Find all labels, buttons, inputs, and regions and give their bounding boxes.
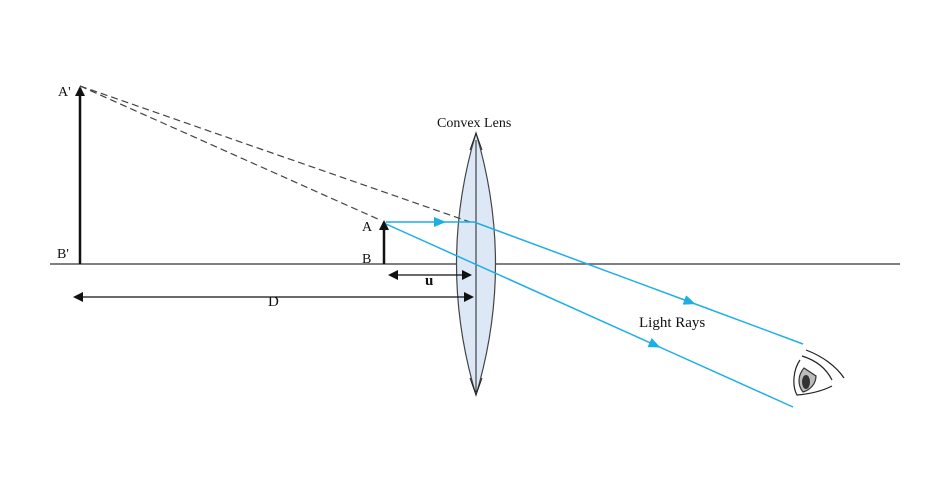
label-object-base: B (362, 252, 371, 267)
label-distance-u: u (425, 273, 433, 289)
light-ray-center (385, 223, 661, 348)
dashed-backtrace-lower (79, 85, 381, 221)
lens-bottom-arrow-icon (469, 377, 483, 396)
light-ray-refracted (473, 221, 696, 305)
label-lens: Convex Lens (437, 116, 511, 131)
light-ray-center-segment (654, 344, 794, 408)
dashed-backtrace-upper (79, 85, 471, 223)
lens-top-arrow-icon (469, 132, 483, 151)
label-distance-D: D (268, 294, 279, 310)
label-object-top: A (362, 220, 373, 235)
label-image-top: A' (58, 85, 71, 100)
eye-icon (793, 349, 845, 396)
light-ray-refracted-segment (689, 301, 804, 345)
label-light-rays: Light Rays (639, 315, 705, 331)
label-image-base: B' (57, 247, 69, 262)
